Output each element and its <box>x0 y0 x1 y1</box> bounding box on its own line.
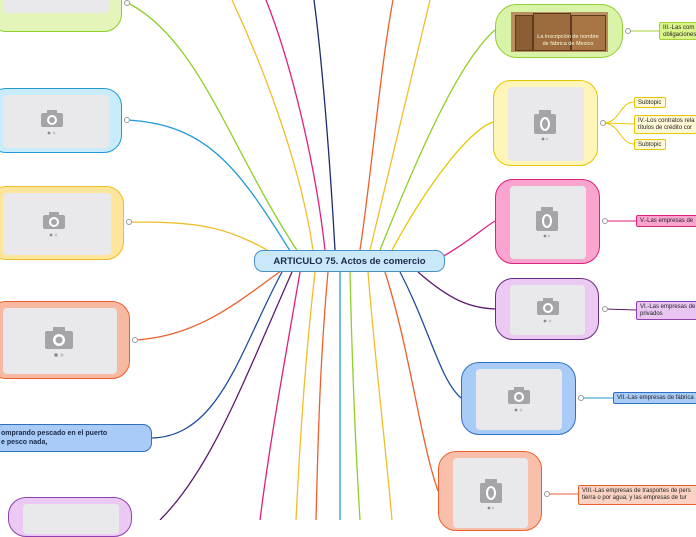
camera-icon <box>43 212 65 237</box>
branch-yellow-right <box>391 121 494 251</box>
branch-purple-bottom-left <box>159 271 293 520</box>
leaf-subtopic-2[interactable]: Subtopic <box>634 139 666 150</box>
branch-yellow-top-2 <box>369 0 431 251</box>
branch-navy-left <box>151 271 283 439</box>
leaf-viii[interactable]: VIII.-Las empresas de trasportes de pers… <box>578 485 696 505</box>
camera-icon <box>537 298 559 323</box>
topic-image-pink-right[interactable] <box>495 179 600 264</box>
branch-green-left <box>127 2 301 256</box>
link-iv <box>602 122 635 125</box>
connector-dot <box>578 395 584 401</box>
branch-blue-right <box>399 271 462 399</box>
branch-yellow-bottom-2 <box>367 271 393 520</box>
link-vi <box>604 308 637 311</box>
camera-icon <box>480 479 502 510</box>
topic-text-pescado[interactable]: omprando pescado en el puerto e pesco na… <box>0 424 152 452</box>
link-subtopic-1 <box>602 101 635 124</box>
topic-image-yellow-left[interactable] <box>0 186 124 260</box>
topic-image-orange-right[interactable] <box>438 451 542 531</box>
connector-dot <box>602 306 608 312</box>
connector-dot <box>544 491 550 497</box>
topic-image-orange-left[interactable] <box>0 301 130 379</box>
branch-orange-left <box>135 267 286 341</box>
topic-image-green-left[interactable] <box>0 0 122 32</box>
branch-green-right <box>379 29 496 251</box>
branch-purple-right <box>417 271 496 310</box>
camera-icon <box>45 327 73 357</box>
connector-dot <box>124 0 130 6</box>
leaf-iv[interactable]: IV.-Los contratos rela títulos de crédit… <box>634 115 696 134</box>
branch-orange-right <box>384 271 439 492</box>
image-caption: La inscripción de nombre de fábrica de M… <box>537 34 599 47</box>
connector-dot <box>124 117 130 123</box>
book-cover-image: La inscripción de nombre de fábrica de M… <box>511 12 608 52</box>
connector-dot <box>126 219 132 225</box>
leaf-vii[interactable]: VII.-Las empresas de fábrica <box>613 392 696 404</box>
topic-image-purple-right[interactable] <box>495 278 599 340</box>
branch-yellow-bottom <box>295 271 316 520</box>
branch-yellow-top <box>231 0 314 251</box>
central-topic[interactable]: ARTICULO 75. Actos de comercio <box>254 250 445 272</box>
branch-orange-top <box>359 0 394 251</box>
mindmap-canvas <box>127 0 659 520</box>
link-subtopic-2 <box>602 122 635 145</box>
camera-icon <box>41 110 63 135</box>
connector-dot <box>132 337 138 343</box>
leaf-iii[interactable]: III.-Las com obligaciones <box>659 22 696 40</box>
topic-image-yellow-right[interactable] <box>493 80 598 166</box>
branch-blue-left <box>127 119 298 263</box>
connector-dot <box>600 120 606 126</box>
branch-pink-top <box>265 0 326 251</box>
leaf-vi[interactable]: VI.-Las empresas de privados <box>636 301 696 320</box>
branch-orange-bottom <box>315 271 329 520</box>
branch-lines <box>127 0 659 520</box>
leaf-v[interactable]: V.-Las empresas de <box>636 215 696 227</box>
branch-pink-bottom <box>259 271 301 520</box>
camera-icon <box>534 110 556 141</box>
branch-green-bottom <box>349 271 361 520</box>
leaf-subtopic-1[interactable]: Subtopic <box>634 97 666 108</box>
camera-icon <box>508 387 530 412</box>
connector-dot <box>602 218 608 224</box>
connector-dot <box>625 28 631 34</box>
branch-darkblue-top <box>313 0 336 251</box>
topic-image-blue-right[interactable] <box>461 362 576 435</box>
camera-icon <box>536 207 558 238</box>
topic-image-purple-left[interactable] <box>8 497 132 537</box>
topic-image-blue-left[interactable] <box>0 88 122 153</box>
